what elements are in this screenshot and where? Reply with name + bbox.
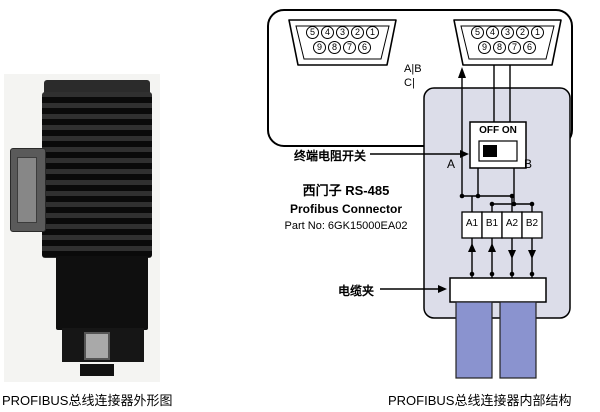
- junction-dot: [529, 201, 535, 207]
- junction-dot: [529, 271, 535, 277]
- db9-pin: 3: [501, 26, 514, 39]
- db9-right-pins-top-row: 5 4 3 2 1: [471, 26, 544, 39]
- connector-ribbed-body: [42, 92, 152, 258]
- caption-right: PROFIBUS总线连接器内部结构: [388, 393, 572, 408]
- db9-pin: 7: [343, 41, 356, 54]
- product-brand: 西门子 RS-485: [302, 183, 390, 198]
- switch-terminal-b-label: B: [524, 157, 533, 171]
- connector-photo: [4, 74, 160, 382]
- channel-marks: A|B C|: [404, 62, 422, 90]
- db9-pin: 1: [531, 26, 544, 39]
- arrow-up-icon: [468, 243, 476, 252]
- product-part-number: Part No: 6GK15000EA02: [284, 220, 408, 232]
- db9-pin: 6: [523, 41, 536, 54]
- db9-pin: 6: [358, 41, 371, 54]
- pcb-panel: [423, 87, 571, 319]
- db9-pin: 3: [336, 26, 349, 39]
- db9-pin: 2: [351, 26, 364, 39]
- junction-dot: [509, 271, 515, 277]
- channel-mark-row1: A|B: [404, 63, 422, 75]
- db9-pin: 5: [306, 26, 319, 39]
- terminal-label-a1: A1: [465, 218, 479, 229]
- connector-top-cap: [44, 80, 150, 94]
- arrow-up-icon: [458, 67, 466, 78]
- arrow-right-icon: [460, 150, 469, 158]
- terminal-cell: [521, 211, 543, 239]
- slide-switch-knob: [483, 145, 497, 157]
- junction-dot: [469, 271, 475, 277]
- cable-1: [455, 301, 493, 379]
- cable-2: [499, 301, 537, 379]
- cable-clamp: [449, 277, 547, 303]
- db9-pin: 4: [486, 26, 499, 39]
- db9-pin: 2: [516, 26, 529, 39]
- db9-left-pins-top-row: 5 4 3 2 1: [306, 26, 379, 39]
- arrow-down-icon: [528, 250, 536, 259]
- cable-clamp-label: 电缆夹: [338, 284, 375, 298]
- terminal-label-b1: B1: [485, 218, 499, 229]
- connector-lower-body: [56, 256, 148, 330]
- db9-pin: 7: [508, 41, 521, 54]
- connector-foot: [80, 364, 114, 376]
- termination-resistor-switch-label: 终端电阻开关: [294, 149, 367, 163]
- switch-terminal-a-label: A: [447, 157, 456, 171]
- db9-pin: 9: [478, 41, 491, 54]
- db9-right-pins-bottom-row: 9 8 7 6: [478, 41, 536, 54]
- junction-dot: [459, 193, 465, 199]
- db9-pin: 8: [493, 41, 506, 54]
- dsub-port: [10, 148, 46, 232]
- db9-left-pins-bottom-row: 9 8 7 6: [313, 41, 371, 54]
- product-name: Profibus Connector: [289, 202, 402, 216]
- arrow-down-icon: [508, 250, 516, 259]
- junction-dot: [489, 271, 495, 277]
- db9-pin: 4: [321, 26, 334, 39]
- junction-dot: [509, 193, 515, 199]
- db9-pin: 8: [328, 41, 341, 54]
- terminal-label-b2: B2: [525, 218, 539, 229]
- arrow-right-icon: [438, 285, 447, 293]
- junction-dot: [511, 201, 517, 207]
- switch-states-label: OFF ON: [479, 125, 517, 136]
- junction-dot: [489, 201, 495, 207]
- clamp-screw: [84, 332, 110, 360]
- db9-pin: 5: [471, 26, 484, 39]
- junction-dot: [475, 193, 481, 199]
- arrow-up-icon: [488, 243, 496, 252]
- terminal-label-a2: A2: [505, 218, 519, 229]
- caption-left: PROFIBUS总线连接器外形图: [2, 393, 173, 408]
- dsub-face: [17, 157, 37, 223]
- channel-mark-row2: C|: [404, 77, 415, 89]
- db9-pin: 9: [313, 41, 326, 54]
- product-info: 西门子 RS-485 Profibus Connector Part No: 6…: [268, 181, 424, 235]
- db9-pin: 1: [366, 26, 379, 39]
